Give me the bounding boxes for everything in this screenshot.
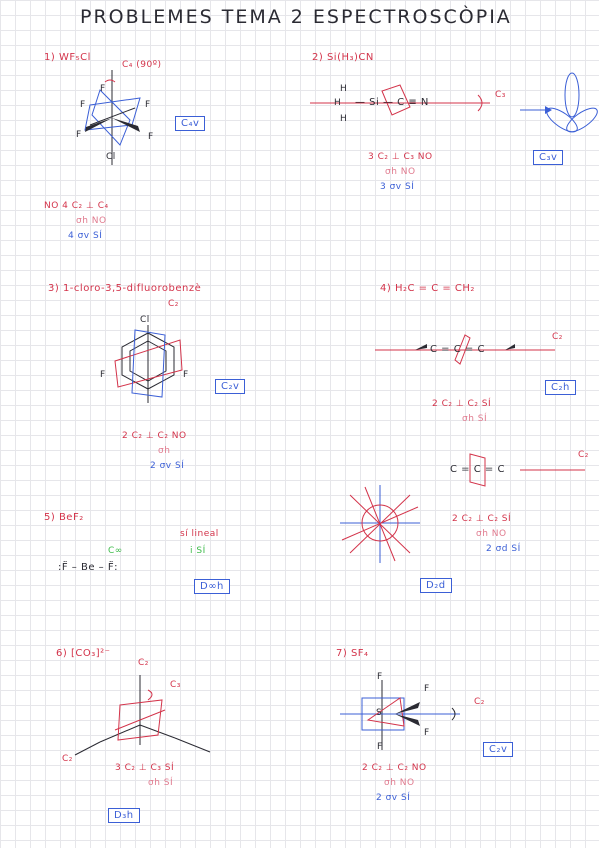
- p6-line1: 3 C₂ ⊥ C₃ SÍ: [115, 763, 175, 773]
- p4-c2-label-b: C₂: [578, 450, 589, 460]
- p2-line1: 3 C₂ ⊥ C₃ NO: [368, 152, 433, 162]
- p7-c2-label: C₂: [474, 697, 485, 707]
- p4-line1: 2 C₂ ⊥ C₂ SÍ: [432, 399, 492, 409]
- p2-c3-label: C₃: [495, 90, 506, 100]
- p1-c4-label: C₄ (90º): [122, 60, 162, 70]
- p3-ring-drawing: [114, 325, 183, 403]
- p3-c2-label: C₂: [168, 299, 179, 309]
- p3-line3: 2 σv SÍ: [150, 461, 185, 471]
- p6-structure-drawing: [74, 675, 211, 756]
- p1-line1: NO 4 C₂ ⊥ C₄: [44, 201, 109, 211]
- p1-sub-cl: Cl: [106, 152, 116, 162]
- p7-f-bottom: F: [377, 742, 383, 752]
- p4-projection-drawing: [340, 485, 420, 563]
- p4-line5: σh NO: [476, 529, 507, 539]
- p1-sub-f4: F: [148, 132, 154, 142]
- problem-6-heading: 6) [CO₃]²⁻: [56, 648, 111, 659]
- p3-f1: F: [100, 370, 106, 380]
- p1-structure-drawing: [84, 70, 141, 165]
- p7-f-right-bottom: F: [424, 728, 430, 738]
- p4-structure-drawing: [375, 334, 555, 365]
- p2-molecule: — Si — C ≡ N: [355, 97, 429, 108]
- p5-cinf: C∞: [108, 546, 123, 556]
- problem-4-heading: 4) H₂C = C = CH₂: [380, 283, 475, 294]
- problem-5-heading: 5) BeF₂: [44, 512, 84, 523]
- p7-line3: 2 σv SÍ: [376, 793, 411, 803]
- p4-line4: 2 C₂ ⊥ C₂ SÍ: [452, 514, 512, 524]
- p1-point-group-box: C₄v: [175, 116, 206, 131]
- p4-second-structure-drawing: [469, 453, 585, 487]
- p7-point-group-box: C₂v: [483, 742, 514, 757]
- problem-7-heading: 7) SF₄: [336, 648, 369, 659]
- p1-sub-f1: F: [80, 100, 86, 110]
- p2-h1: H: [340, 84, 348, 94]
- p1-line2: σh NO: [76, 216, 107, 226]
- p3-cl: Cl: [140, 315, 150, 325]
- p2-line3: 3 σv SÍ: [380, 182, 415, 192]
- p7-structure-drawing: [340, 680, 460, 750]
- problem-3-heading: 3) 1-cloro-3,5-difluorobenzè: [48, 283, 202, 294]
- page-title: PROBLEMES TEMA 2 ESPECTROSCÒPIA: [80, 6, 512, 28]
- p2-h3: H: [340, 114, 348, 124]
- p4-molecule-b: C = C = C: [450, 464, 505, 475]
- p1-sub-f2: F: [145, 100, 151, 110]
- p3-line1: 2 C₂ ⊥ C₂ NO: [122, 431, 187, 441]
- p4-line6: 2 σd SÍ: [486, 544, 521, 554]
- p1-line3: 4 σv SÍ: [68, 231, 103, 241]
- problem-1-heading: 1) WF₅Cl: [44, 52, 91, 63]
- p5-lineal: sí lineal: [180, 529, 219, 539]
- p5-molecule: :F̈ – Be – F̈:: [58, 562, 118, 573]
- p4-c2-label: C₂: [552, 332, 563, 342]
- p5-i-si: i SÍ: [190, 546, 206, 556]
- p3-point-group-box: C₂v: [215, 379, 246, 394]
- p5-point-group-box: D∞h: [194, 579, 230, 594]
- p6-c2-left: C₂: [62, 754, 73, 764]
- p2-line2: σh NO: [385, 167, 416, 177]
- p3-f2: F: [183, 370, 189, 380]
- p7-f-top: F: [377, 672, 383, 682]
- p6-line2: σh SÍ: [148, 778, 174, 788]
- p6-point-group-box: D₃h: [108, 808, 140, 823]
- p7-line1: 2 C₂ ⊥ C₂ NO: [362, 763, 427, 773]
- p4-line2: σh SÍ: [462, 414, 488, 424]
- p2-h2: H: [334, 98, 342, 108]
- p4-point-group-box-b: D₂d: [420, 578, 452, 593]
- p6-c3-label: C₃: [170, 680, 181, 690]
- problem-2-heading: 2) Si(H₃)CN: [312, 52, 374, 63]
- p2-projection-drawing: [520, 72, 598, 133]
- p4-molecule: C = C = C: [430, 344, 485, 355]
- p3-line2: σh: [158, 446, 171, 456]
- p7-s: S: [376, 708, 383, 718]
- p7-f-right-top: F: [424, 684, 430, 694]
- p4-point-group-box: C₂h: [545, 380, 576, 395]
- p2-point-group-box: C₃v: [533, 150, 564, 165]
- p7-line2: σh NO: [384, 778, 415, 788]
- p1-sub-f3: F: [76, 130, 82, 140]
- p6-c2-top: C₂: [138, 658, 149, 668]
- p1-sub-f5: F: [100, 84, 106, 94]
- p2-structure-drawing: [310, 84, 490, 116]
